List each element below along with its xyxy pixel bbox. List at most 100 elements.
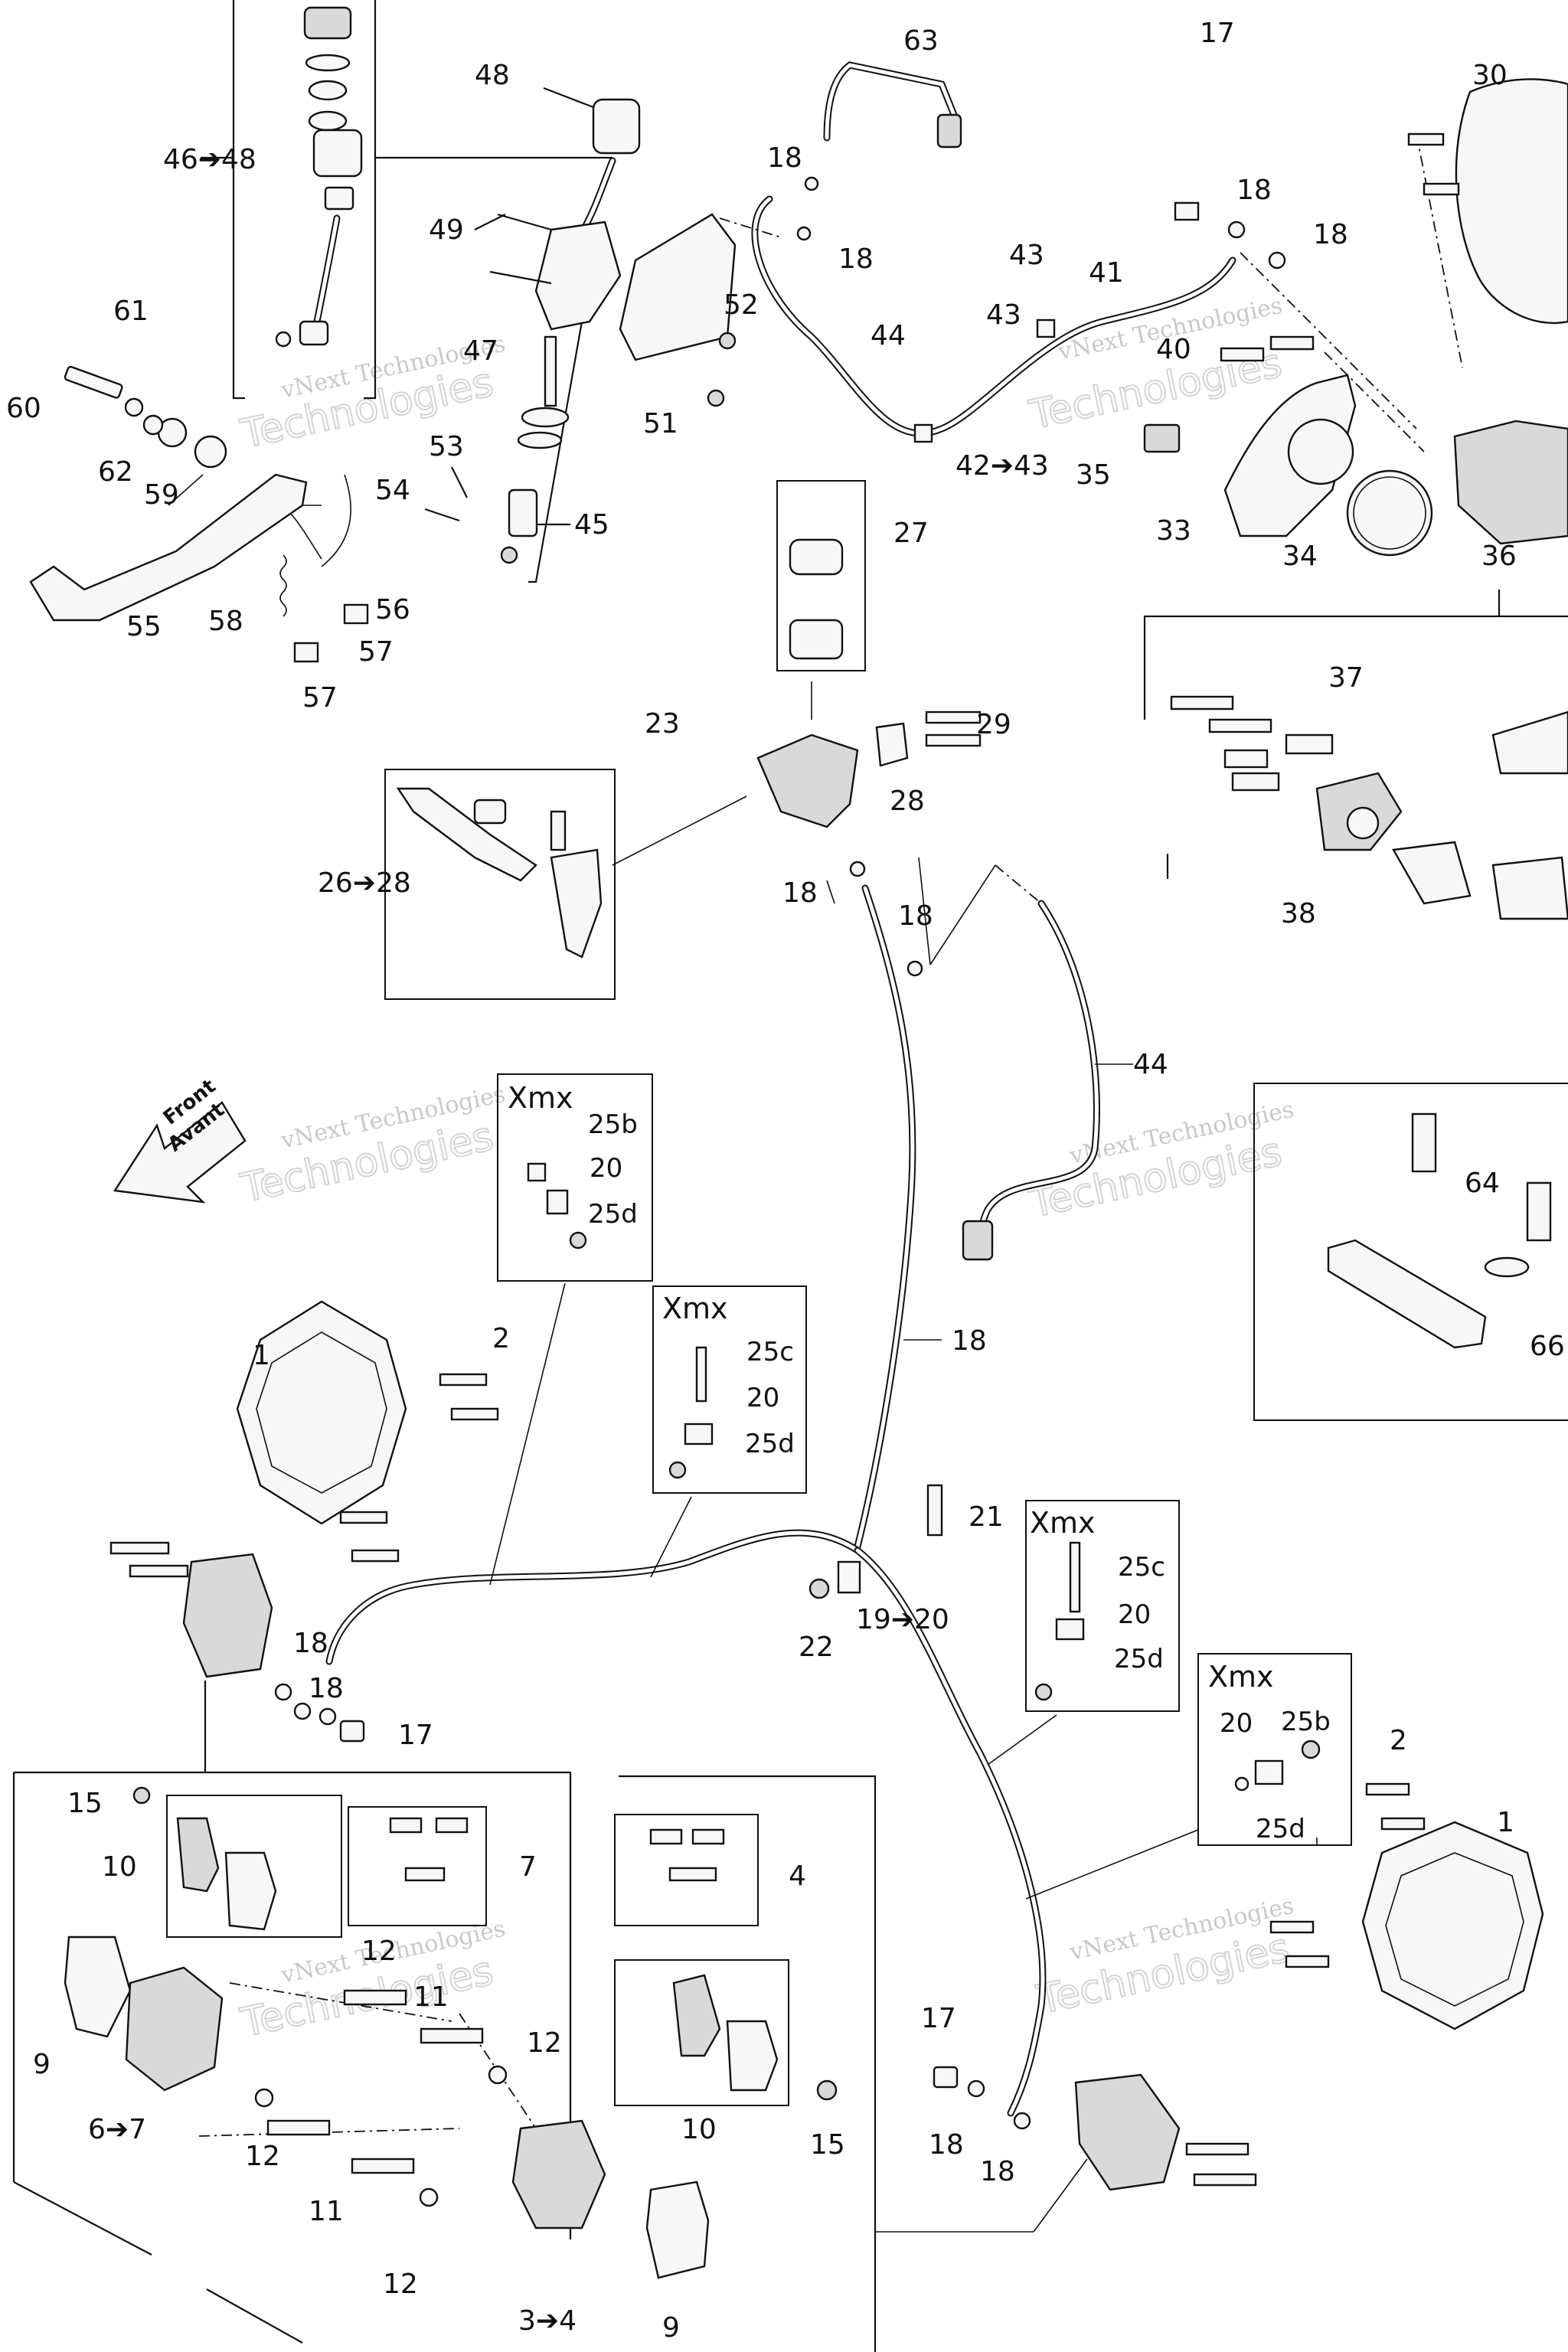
- xmx-item: 20: [746, 1383, 779, 1413]
- pin: [389, 1817, 423, 1834]
- callout-label: 36: [1481, 541, 1517, 572]
- disc-bolt: [450, 1407, 499, 1421]
- xmx-item: 20: [1220, 1708, 1253, 1739]
- callout-label: 17: [1200, 18, 1235, 49]
- nut: [718, 332, 737, 350]
- seal: [308, 80, 348, 101]
- nut: [816, 2079, 838, 2101]
- pin: [1231, 772, 1280, 792]
- clamp: [875, 722, 909, 767]
- bleeder-cap: [1143, 423, 1181, 453]
- callout-label: 21: [969, 1501, 1004, 1533]
- nut: [1034, 1683, 1053, 1701]
- bolt: [1411, 1112, 1437, 1173]
- disc-bolt: [1407, 132, 1445, 146]
- washer: [293, 1702, 312, 1720]
- front-disc-left: [236, 1300, 407, 1525]
- callout-label: 15: [67, 1788, 103, 1819]
- callout-label: 22: [799, 1632, 834, 1663]
- reservoir-cap: [303, 6, 352, 40]
- nut: [569, 1231, 587, 1250]
- callout-label: 43: [986, 299, 1021, 331]
- washer: [804, 176, 819, 191]
- bolt: [1269, 335, 1315, 351]
- washer: [1227, 220, 1246, 239]
- disc-bolt: [1380, 1817, 1426, 1831]
- callout-label: 9: [662, 2312, 680, 2344]
- front-caliper-right: [1074, 2073, 1181, 2191]
- pivot: [550, 810, 567, 851]
- callout-label: 18: [898, 900, 933, 932]
- xmx-item: 25c: [746, 1337, 794, 1367]
- callout-label: 19➔20: [856, 1604, 949, 1635]
- callout-label: 38: [1281, 898, 1316, 929]
- callout-label: 62: [98, 456, 133, 488]
- bolt: [1208, 718, 1272, 733]
- caliper-bolt: [1185, 2142, 1250, 2156]
- xmx-item: 20: [1118, 1599, 1151, 1630]
- xmx-title: Xmx: [1030, 1506, 1096, 1540]
- adjuster: [473, 799, 507, 825]
- callout-label: 3➔4: [518, 2305, 577, 2337]
- nut: [1301, 1740, 1321, 1759]
- bracket: [1392, 841, 1472, 905]
- bolt: [266, 2119, 331, 2136]
- bolt: [351, 2158, 415, 2174]
- callout-label: 40: [1156, 334, 1191, 365]
- group-brackets: [12, 0, 1568, 2352]
- xmx-box-c: Xmx 25c 20 25d: [1030, 1506, 1165, 1674]
- pin: [435, 1817, 469, 1834]
- callout-label: 18: [980, 2156, 1015, 2187]
- callout-label: 10: [681, 2114, 717, 2145]
- xmx-box-b: Xmx 25c 20 25d: [662, 1292, 795, 1459]
- washer: [318, 1707, 337, 1726]
- callout-label: 26➔28: [318, 867, 411, 899]
- pin: [649, 1828, 683, 1845]
- xmx-item: 25c: [1118, 1552, 1165, 1583]
- callout-label: 45: [574, 509, 609, 541]
- seal: [305, 54, 351, 72]
- front-master-cylinder: [756, 733, 859, 828]
- caliper-body: [125, 1966, 224, 2092]
- callout-label: 58: [208, 606, 243, 637]
- callout-label: 15: [810, 2129, 845, 2161]
- clip: [684, 1423, 714, 1446]
- reservoir-body: [312, 129, 363, 178]
- boot: [521, 407, 570, 428]
- heat-shield: [619, 213, 737, 361]
- washer: [849, 861, 866, 877]
- washer: [488, 2065, 508, 2085]
- washer: [1484, 1256, 1530, 1278]
- bracket-hole: [1287, 418, 1354, 485]
- pin: [691, 1828, 725, 1845]
- clamp-bolt: [925, 733, 982, 747]
- bolt: [1069, 1541, 1081, 1613]
- xmx-item: 25d: [745, 1429, 795, 1459]
- callout-label: 57: [302, 682, 338, 714]
- callout-label: 57: [358, 636, 394, 668]
- front-disc-right: [1361, 1821, 1544, 2030]
- ring: [517, 431, 563, 449]
- parts: [29, 6, 1568, 2279]
- pin: [1285, 733, 1334, 755]
- pin: [1223, 749, 1269, 769]
- callout-label: 41: [1089, 257, 1124, 289]
- washer: [1268, 251, 1286, 270]
- cover: [789, 538, 844, 576]
- guide-plate: [1327, 1239, 1487, 1349]
- callout-label: 2: [1390, 1725, 1407, 1756]
- banjo-bolt: [339, 1720, 365, 1743]
- brake-pad: [1491, 710, 1568, 775]
- callout-label: 23: [645, 708, 680, 740]
- callout-label: 60: [6, 393, 41, 424]
- callout-label: 54: [375, 475, 410, 506]
- callout-label: 27: [893, 518, 929, 549]
- brake-pedal: [29, 473, 308, 622]
- callout-label: 12: [245, 2141, 280, 2172]
- callout-label: 17: [398, 1720, 433, 1751]
- callout-label: 33: [1156, 515, 1191, 547]
- clip: [1254, 1759, 1284, 1785]
- callout-label: 18: [309, 1673, 344, 1704]
- diaphragm: [789, 619, 844, 660]
- disc-bolt: [1423, 182, 1460, 196]
